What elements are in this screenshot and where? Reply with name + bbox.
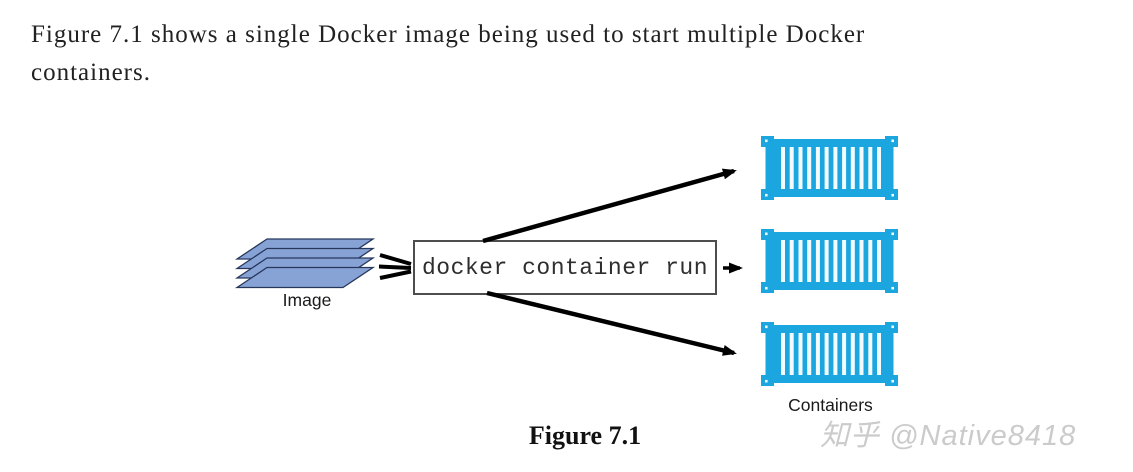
containers-label: Containers — [788, 395, 873, 415]
watermark: 知乎 @Native8418 — [820, 420, 1077, 452]
figure-diagram: Image docker container run Containers — [0, 110, 1133, 420]
docker-run-command: docker container run — [421, 254, 709, 281]
docker-run-box: docker container run — [413, 240, 717, 295]
container-icon — [761, 228, 898, 294]
intro-paragraph-line2: containers. — [31, 59, 151, 86]
intro-paragraph-line1: Figure 7.1 shows a single Docker image b… — [31, 21, 866, 48]
figure-caption: Figure 7.1 — [528, 421, 642, 450]
container-icon — [761, 321, 898, 387]
intro-paragraph: Figure 7.1 shows a single Docker image b… — [31, 16, 1111, 92]
image-stack-icon — [234, 238, 376, 289]
image-label: Image — [282, 290, 332, 310]
container-icon — [761, 135, 898, 201]
